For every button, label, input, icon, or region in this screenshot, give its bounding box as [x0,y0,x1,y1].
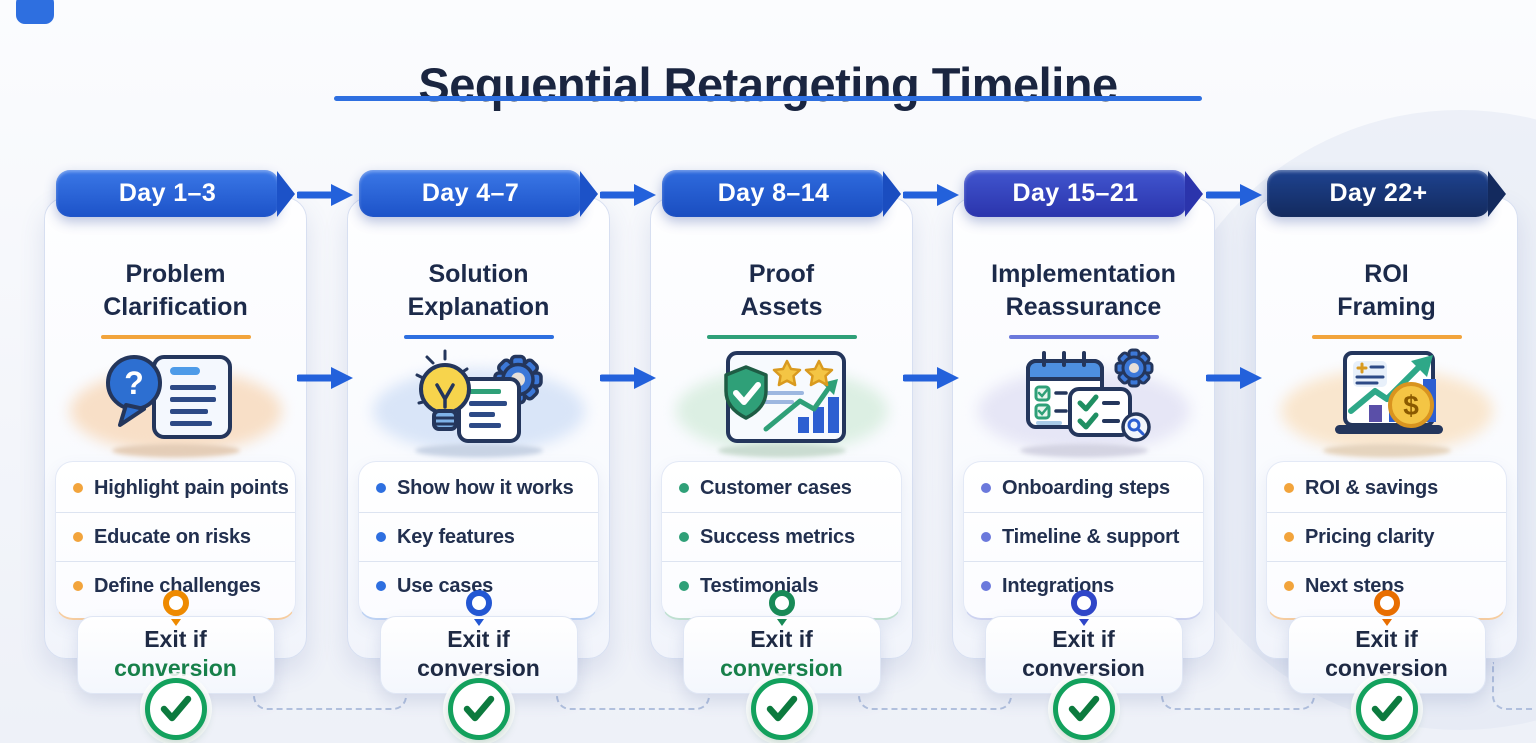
stage-day-badge: Day 8–14 [662,170,885,217]
accent-underline [1311,335,1462,339]
stage-day-badge: Day 4–7 [359,170,582,217]
flow-arrow-icon [297,184,353,206]
bullet-dot-icon [981,532,991,542]
checkmark-icon [750,678,813,740]
list-item: ROI & savings [1267,464,1506,512]
stage-day-badge: Day 1–3 [56,170,279,217]
bullet-dot-icon [376,581,386,591]
flow-arrow-icon [600,367,656,389]
list-item: Timeline & support [964,512,1203,561]
bullet-dot-icon [981,581,991,591]
stage-day-label: Day 15–21 [1012,179,1139,207]
icon-ground-shadow [1019,444,1148,457]
stage-icon-zone: $ [1256,343,1517,457]
stage-day-label: Day 1–3 [118,179,217,207]
list-item: Success metrics [662,512,901,561]
checkmark-icon [144,678,207,740]
bullet-dot-icon [376,483,386,493]
icon-ground-shadow [111,444,240,457]
flow-arrow-icon [1206,184,1262,206]
flow-arrow-icon [903,184,959,206]
question-bubble-document-icon: ? [105,355,232,439]
list-item: Pricing clarity [1267,512,1506,561]
flow-arrow-icon [1206,367,1262,389]
flow-arrow-icon [600,184,656,206]
bullet-dot-icon [73,581,83,591]
checkmark-icon [447,678,510,740]
stage-day-label: Day 4–7 [421,179,520,207]
flow-arrow-icon [903,367,959,389]
bullet-dot-icon [73,532,83,542]
bullet-dot-icon [1284,483,1294,493]
connector-pin-icon [1070,590,1097,616]
bullet-dot-icon [1284,581,1294,591]
accent-underline [1008,335,1159,339]
connector-pin-icon [1373,590,1400,616]
list-item: Show how it works [359,464,598,512]
lightbulb-gear-document-icon [415,349,543,443]
bullet-dot-icon [376,532,386,542]
stage-icon-zone [651,343,912,457]
stage-day-badge: Day 22+ [1267,170,1490,217]
connector-pin-icon [162,590,189,616]
icon-ground-shadow [717,444,846,457]
stage-icon-zone: ? [45,343,306,457]
list-item: Onboarding steps [964,464,1203,512]
svg-text:$: $ [1403,390,1419,421]
checkmark-icon [1355,678,1418,740]
checkmark-icon [1052,678,1115,740]
list-item: Customer cases [662,464,901,512]
stage-bullet-list: ROI & savings Pricing clarity Next steps [1266,461,1507,620]
stage-bullet-list: Highlight pain points Educate on risks D… [55,461,296,620]
stage-day-badge: Day 15–21 [964,170,1187,217]
stage-day-label: Day 8–14 [717,179,830,207]
roi-chart-coin-icon: $ [1334,351,1443,434]
bullet-dot-icon [981,483,991,493]
icon-ground-shadow [414,444,543,457]
bullet-dot-icon [679,581,689,591]
connector-pin-icon [768,590,795,616]
stage-icon-zone [348,343,609,457]
flow-arrow-icon [297,367,353,389]
list-item: Define challenges [56,561,295,610]
list-item: Key features [359,512,598,561]
corner-chip-decoration [16,0,54,24]
list-item: Highlight pain points [56,464,295,512]
bullet-dot-icon [679,483,689,493]
page-title: Sequential Retargeting Timeline [418,58,1118,112]
bullet-dot-icon [1284,532,1294,542]
list-item: Educate on risks [56,512,295,561]
list-item: Use cases [359,561,598,610]
title-underline [334,96,1202,101]
accent-underline [706,335,857,339]
exit-condition-box: Exit if conversion [379,616,578,694]
icon-ground-shadow [1322,444,1451,457]
stage-day-label: Day 22+ [1329,179,1428,207]
bullet-dot-icon [679,532,689,542]
svg-text:?: ? [124,365,144,401]
bullet-dot-icon [73,483,83,493]
accent-underline [100,335,251,339]
calendar-checklist-gear-icon [1025,348,1153,442]
dashed-connector [1492,662,1536,710]
connector-pin-icon [465,590,492,616]
list-item: Testimonials [662,561,901,610]
certificate-shield-stars-icon [723,351,846,443]
accent-underline [403,335,554,339]
stage-icon-zone [953,343,1214,457]
